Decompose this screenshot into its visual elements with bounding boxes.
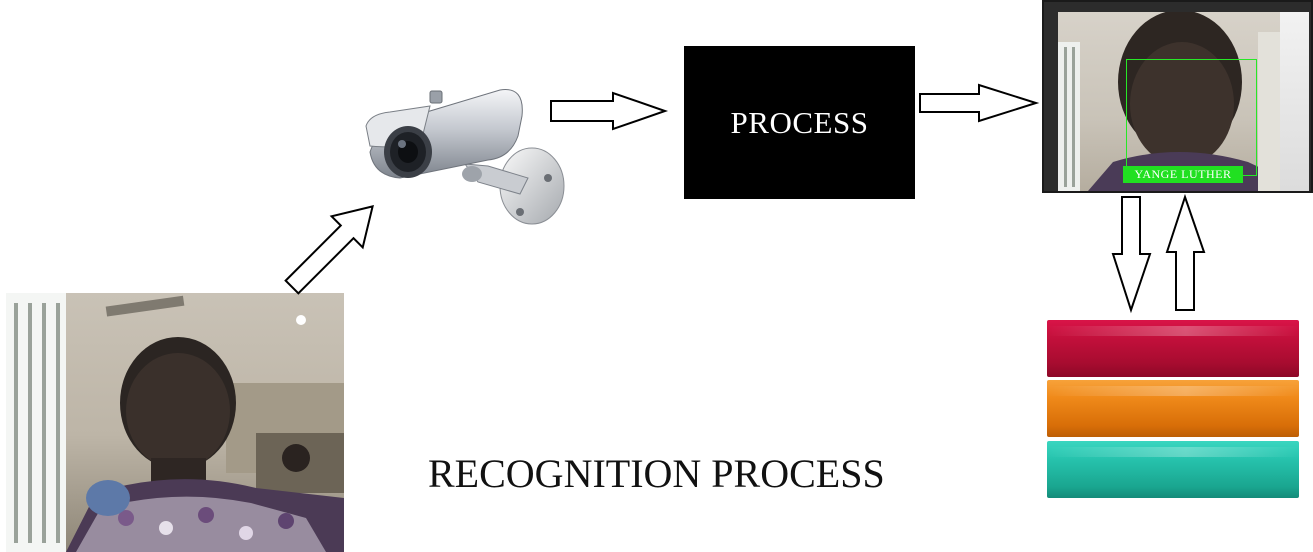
arrow-monitor-to-database <box>1111 196 1152 314</box>
arrow-database-to-monitor <box>1165 193 1206 311</box>
process-label: PROCESS <box>730 104 869 140</box>
arrow-photo-to-camera <box>284 205 374 295</box>
diagram-caption: RECOGNITION PROCESS <box>428 451 885 496</box>
database-layer-red <box>1047 320 1299 377</box>
face-detection-box <box>1126 59 1257 176</box>
person-photo-art <box>6 293 344 552</box>
face-recognition-screen: YANGE LUTHER <box>1042 0 1313 193</box>
monitor-screen: YANGE LUTHER <box>1058 12 1280 191</box>
recognized-name-tag: YANGE LUTHER <box>1123 166 1243 183</box>
cctv-camera-icon <box>365 89 565 225</box>
person-photo <box>6 293 344 552</box>
arrow-camera-to-process <box>550 91 669 131</box>
database-layer-teal <box>1047 441 1299 498</box>
arrow-process-to-monitor <box>919 83 1040 123</box>
process-box: PROCESS <box>684 46 915 199</box>
database-layer-orange <box>1047 380 1299 437</box>
monitor-side-panel <box>1280 12 1309 191</box>
